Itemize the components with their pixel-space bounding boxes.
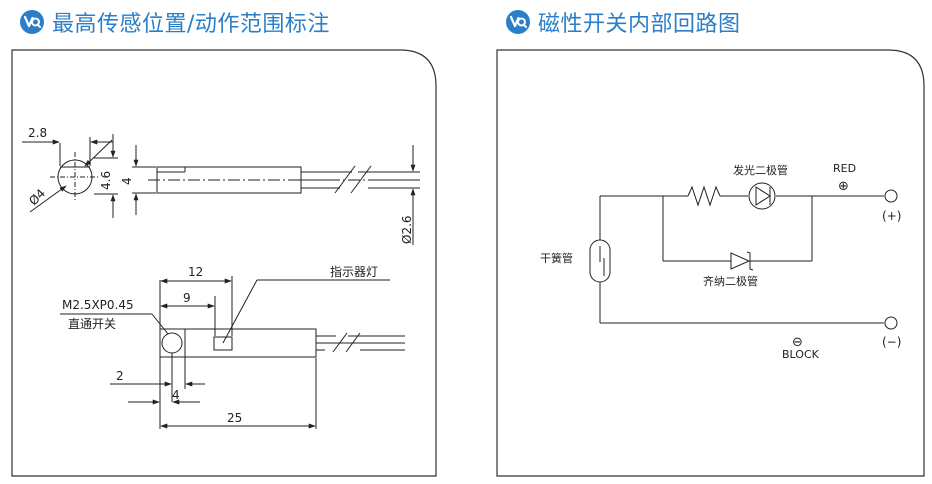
- reed-label: 干簧管: [540, 251, 573, 265]
- sensor-side-view: [132, 145, 420, 245]
- dim-4-6: 4.6: [99, 171, 113, 190]
- vq-logo-icon: [506, 10, 530, 34]
- section-title-left: 最高传感位置/动作范围标注: [20, 6, 330, 38]
- resistor: [687, 185, 721, 207]
- dim-4-height: 4: [120, 177, 134, 185]
- circuit-diagram: [589, 182, 898, 330]
- dim-12: 12: [188, 265, 203, 279]
- terminal-minus: [884, 316, 898, 330]
- dim-25: 25: [227, 411, 242, 425]
- sensor-top-view: [60, 276, 405, 429]
- section-title-text: 最高传感位置/动作范围标注: [52, 12, 330, 37]
- plus-terminal-label: (+): [882, 209, 901, 223]
- thread-label: M2.5XP0.45: [62, 298, 134, 312]
- plus-symbol: ⊕: [838, 179, 849, 194]
- zener-label: 齐纳二极管: [703, 274, 758, 288]
- section-title-right: 磁性开关内部回路图: [506, 6, 741, 38]
- sensor-end-view: [22, 134, 118, 218]
- left-panel-frame: [11, 49, 437, 477]
- left-panel: 2.8 4.6 Ø4: [11, 49, 437, 477]
- dim-9: 9: [183, 291, 191, 305]
- led-symbol: [748, 182, 776, 210]
- right-panel-frame: [496, 49, 925, 477]
- zener-symbol: [730, 252, 751, 270]
- minus-terminal-label: (−): [882, 335, 901, 349]
- led-label: 发光二极管: [733, 163, 788, 177]
- right-panel: 发光二极管 干簧管 齐纳二极管 RED ⊕ (+) ⊖ BLOCK (−): [496, 49, 925, 477]
- dim-2: 2: [116, 369, 124, 383]
- section-title-text: 磁性开关内部回路图: [538, 12, 741, 37]
- dim-2-8: 2.8: [28, 126, 47, 140]
- indicator-label: 指示器灯: [330, 264, 378, 279]
- dim-phi-2-6: Ø2.6: [400, 215, 414, 244]
- vq-logo-icon: [20, 10, 44, 34]
- minus-symbol: ⊖: [792, 335, 803, 350]
- red-label: RED: [833, 162, 856, 175]
- dim-phi-4: Ø4: [26, 186, 48, 208]
- black-label: BLOCK: [782, 348, 820, 361]
- terminal-plus: [884, 189, 898, 203]
- switch-label: 直通开关: [68, 317, 116, 331]
- dim-4-width: 4: [172, 388, 180, 402]
